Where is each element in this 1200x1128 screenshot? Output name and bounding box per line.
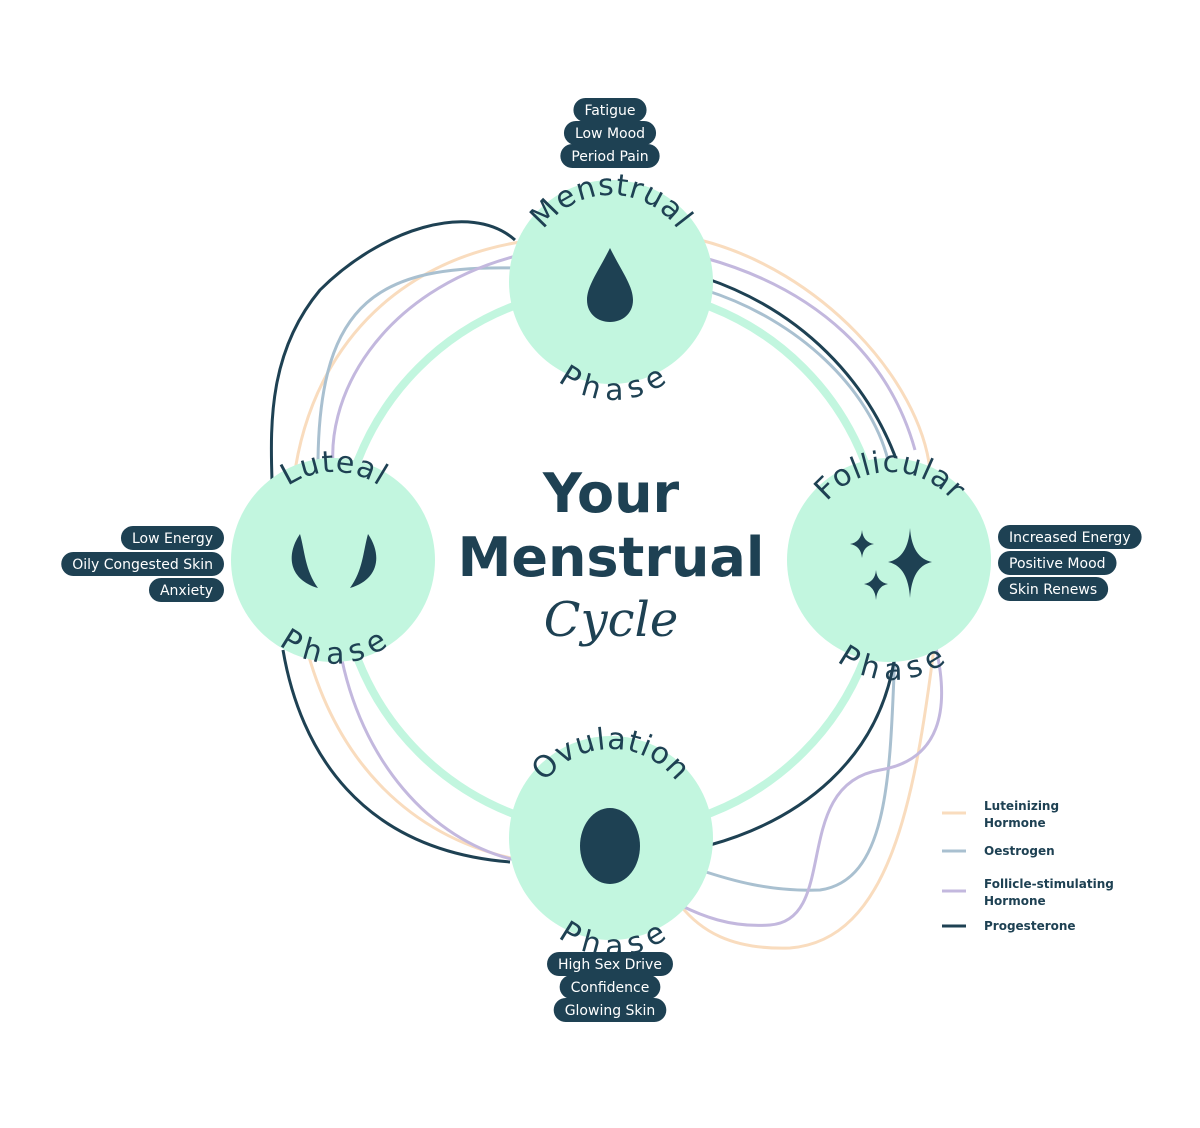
symptom-tag: Period Pain [560, 144, 660, 168]
symptom-pill [61, 552, 224, 576]
symptom-tag: Confidence [559, 975, 661, 999]
phase-ovulation[interactable]: Ovulation Phase [509, 722, 713, 964]
symptom-pill [573, 98, 647, 122]
legend-label: Oestrogen [984, 844, 1055, 858]
legend-item: Oestrogen [942, 844, 1055, 858]
phase-luteal[interactable]: Luteal Phase [231, 445, 435, 672]
phase-circle [231, 458, 435, 662]
symptom-tag: Positive Mood [998, 551, 1117, 575]
symptom-tag: Low Energy [120, 526, 224, 550]
symptom-label: Low Energy [132, 531, 213, 547]
progesterone-curve [269, 220, 902, 864]
diagram-title: Your Menstrual Cycle [458, 462, 765, 648]
egg-icon [580, 808, 640, 884]
hormone-legend: LuteinizingHormoneOestrogenFollicle-stim… [942, 799, 1114, 933]
legend-label: Follicle-stimulating [984, 877, 1114, 891]
symptom-label: Confidence [571, 980, 650, 996]
symptom-pill [998, 551, 1117, 575]
symptom-label: Increased Energy [1009, 530, 1131, 546]
symptom-pill [553, 998, 667, 1022]
oestrogen-curve [316, 266, 897, 892]
symptom-tag: Low Mood [563, 121, 657, 145]
symptom-tag: High Sex Drive [547, 952, 673, 976]
symptom-pill [148, 578, 224, 602]
symptom-label: Fatigue [584, 103, 635, 119]
legend-label: Hormone [984, 816, 1046, 830]
symptom-pill [560, 144, 660, 168]
symptom-label: Low Mood [575, 126, 645, 142]
symptom-label: Glowing Skin [565, 1003, 656, 1019]
symptom-tag: Increased Energy [998, 525, 1142, 549]
phase-menstrual[interactable]: Menstrual Phase [509, 168, 713, 408]
sparkle-icon [850, 528, 932, 600]
symptom-tag: Fatigue [573, 98, 647, 122]
symptom-pill [998, 577, 1109, 601]
symptom-label: Oily Congested Skin [72, 557, 213, 573]
horns-icon [291, 534, 377, 588]
hormone-curves [269, 220, 944, 950]
legend-label: Hormone [984, 894, 1046, 908]
symptom-pill [563, 121, 657, 145]
legend-label: Progesterone [984, 919, 1076, 933]
symptom-label: Positive Mood [1009, 556, 1106, 572]
symptom-tag: Anxiety [148, 578, 224, 602]
symptom-label: Skin Renews [1009, 582, 1097, 598]
symptom-pill [998, 525, 1142, 549]
symptom-tag: Oily Congested Skin [61, 552, 224, 576]
symptom-pill [559, 975, 661, 999]
title-line-3: Cycle [544, 592, 678, 648]
symptom-pill [547, 952, 673, 976]
symptom-label: Anxiety [160, 583, 213, 599]
phase-follicular[interactable]: Follicular Phase [787, 445, 991, 688]
drop-icon [587, 248, 633, 322]
title-line-2: Menstrual [458, 526, 765, 589]
phase-circle [787, 458, 991, 662]
symptom-pill [120, 526, 224, 550]
legend-label: Luteinizing [984, 799, 1059, 813]
legend-item: Progesterone [942, 919, 1076, 933]
fsh-curve [331, 253, 944, 927]
symptom-tag: Skin Renews [998, 577, 1109, 601]
symptom-label: Period Pain [571, 149, 648, 165]
symptom-label: High Sex Drive [558, 957, 662, 973]
symptom-tag: Glowing Skin [553, 998, 667, 1022]
title-line-1: Your [542, 462, 680, 525]
